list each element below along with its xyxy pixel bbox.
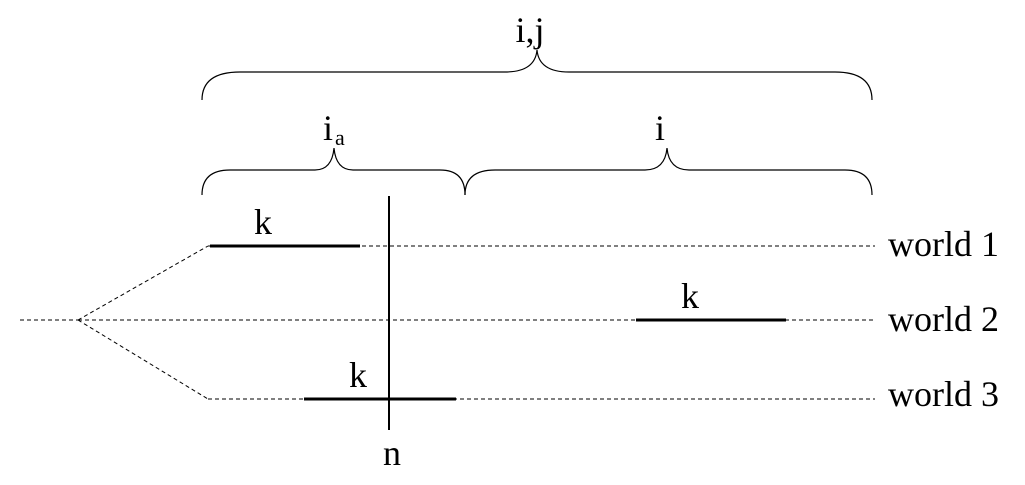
world3-label: world 3 bbox=[888, 374, 999, 414]
brace-ij bbox=[201, 49, 873, 101]
k-label-world2: k bbox=[681, 276, 699, 316]
brace-ic bbox=[464, 147, 873, 196]
label-ia-subscript: a bbox=[335, 125, 345, 150]
k-label-world1: k bbox=[254, 202, 272, 242]
k-label-world3: k bbox=[349, 355, 367, 395]
brace-ia bbox=[201, 147, 466, 196]
label-ij: i,j bbox=[515, 10, 544, 50]
world1-label: world 1 bbox=[888, 224, 999, 264]
label-ic: i bbox=[655, 108, 665, 148]
label-ia: i bbox=[323, 108, 333, 148]
world2-label: world 2 bbox=[888, 299, 999, 339]
branch-to-world3 bbox=[77, 319, 209, 400]
branch-to-world1 bbox=[77, 245, 209, 321]
n-label: n bbox=[383, 433, 401, 473]
